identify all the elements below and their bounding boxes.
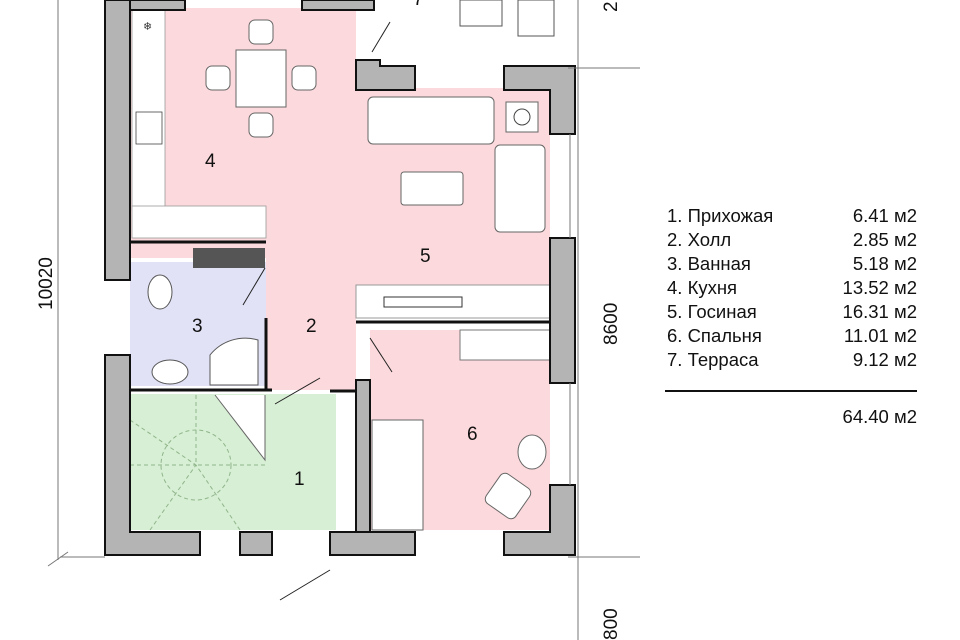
dimension-right-top: 2 bbox=[601, 1, 622, 12]
legend-row: 4. Кухня 13.52 м2 bbox=[667, 276, 917, 300]
fireplace-ring bbox=[513, 108, 531, 126]
room-label-3: 3 bbox=[192, 316, 203, 337]
dimension-left: 10020 bbox=[36, 257, 57, 310]
room-area: 2.85 м2 bbox=[852, 229, 917, 250]
terrace-bench bbox=[517, 0, 555, 37]
chair bbox=[248, 19, 274, 45]
total-area: 64.40 м2 bbox=[842, 406, 917, 427]
door-swings bbox=[242, 21, 393, 601]
room-name: 4. Кухня bbox=[667, 277, 738, 298]
room-name: 6. Спальня bbox=[667, 325, 762, 346]
wardrobe bbox=[459, 329, 551, 361]
room-name: 3. Ванная bbox=[667, 253, 751, 274]
partitions bbox=[130, 240, 550, 393]
kitchen-counter-bottom bbox=[131, 205, 267, 239]
room-name: 5. Госиная bbox=[667, 301, 757, 322]
staircase bbox=[129, 395, 265, 531]
shower-icon bbox=[209, 337, 259, 386]
room-area: 16.31 м2 bbox=[842, 301, 917, 322]
dimension-right-main: 8600 bbox=[601, 303, 622, 345]
room-label-2: 2 bbox=[306, 316, 317, 337]
room-name: 1. Прихожая bbox=[667, 205, 774, 226]
legend-row: 3. Ванная 5.18 м2 bbox=[667, 252, 917, 276]
round-table bbox=[517, 434, 547, 470]
fireplace-icon bbox=[505, 101, 539, 133]
stair-flight bbox=[214, 394, 266, 462]
sink-icon bbox=[151, 359, 189, 385]
legend-divider bbox=[665, 390, 917, 392]
room-area: 13.52 м2 bbox=[842, 277, 917, 298]
dining-table bbox=[235, 49, 287, 108]
armchair bbox=[484, 472, 532, 520]
room-label-6: 6 bbox=[467, 424, 478, 445]
room-name: 2. Холл bbox=[667, 229, 732, 250]
room-area: 6.41 м2 bbox=[852, 205, 917, 226]
legend-row: 7. Терраса 9.12 м2 bbox=[667, 348, 917, 372]
legend-row: 5. Госиная 16.31 м2 bbox=[667, 300, 917, 324]
chair bbox=[291, 65, 317, 91]
sofa-side bbox=[494, 144, 546, 233]
chair bbox=[248, 112, 274, 138]
legend-row: 6. Спальня 11.01 м2 bbox=[667, 324, 917, 348]
room-area: 11.01 м2 bbox=[843, 325, 917, 346]
toilet-icon bbox=[147, 274, 173, 310]
room-area: 5.18 м2 bbox=[852, 253, 917, 274]
sofa bbox=[367, 96, 495, 145]
terrace-table bbox=[459, 0, 503, 27]
coffee-table bbox=[400, 171, 464, 206]
dimension-lines bbox=[47, 0, 640, 640]
tv-icon bbox=[383, 296, 463, 308]
room-name: 7. Терраса bbox=[667, 349, 759, 370]
walls bbox=[104, 0, 576, 556]
kitchen-counter bbox=[131, 9, 166, 211]
chair bbox=[205, 65, 231, 91]
fridge-icon: ❄ bbox=[143, 21, 152, 33]
dimension-right-bottom: 800 bbox=[601, 608, 622, 640]
room-label-4: 4 bbox=[205, 151, 216, 172]
room-label-1: 1 bbox=[294, 469, 305, 490]
radiator bbox=[193, 248, 265, 268]
room-area: 9.12 м2 bbox=[852, 349, 917, 370]
room-label-7: 7 bbox=[413, 0, 424, 10]
legend-row: 2. Холл 2.85 м2 bbox=[667, 228, 917, 252]
room-2-hall bbox=[266, 250, 356, 390]
stove-icon bbox=[135, 111, 163, 145]
bed bbox=[371, 419, 424, 531]
legend-row: 1. Прихожая 6.41 м2 bbox=[667, 204, 917, 228]
room-label-5: 5 bbox=[420, 246, 431, 267]
